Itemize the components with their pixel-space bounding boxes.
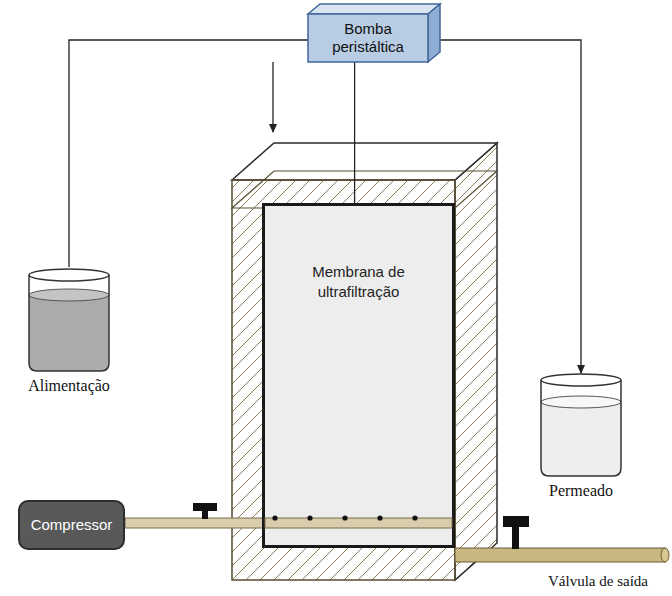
beaker-liquid — [541, 402, 621, 476]
outlet-pipe — [455, 548, 665, 562]
membrane-node: Membrana de ultrafiltração — [262, 203, 455, 548]
tube-connector — [354, 62, 355, 203]
pump-node: Bomba peristáltica — [308, 4, 440, 62]
beaker-liquid — [29, 295, 109, 371]
valve-label: Válvula de saída — [548, 572, 648, 590]
beaker-outline — [29, 275, 109, 371]
membrane-label: Membrana de ultrafiltração — [299, 262, 419, 303]
valve-handle — [193, 503, 217, 511]
air-diffuser-hole — [342, 515, 347, 520]
pump-label-box: Bomba peristáltica — [308, 14, 428, 62]
feed-line — [272, 62, 273, 132]
tank-side — [455, 143, 497, 580]
beaker-shape — [540, 372, 622, 477]
liquid-surface — [29, 289, 109, 301]
tube-connector — [440, 40, 581, 373]
tank-top — [232, 143, 497, 180]
beaker-outline — [541, 380, 621, 476]
air-pipe — [125, 518, 455, 528]
valve-stem — [512, 526, 519, 549]
beaker-node: Alimentação — [28, 267, 110, 372]
membrane-label-box: Membrana de ultrafiltração — [271, 262, 446, 303]
aerator-pipe — [265, 206, 452, 545]
beaker-shape — [28, 267, 110, 372]
pump-side — [428, 4, 440, 62]
compressor-node: Compressor — [18, 500, 125, 550]
aerator-pipe — [265, 518, 452, 528]
beaker-label: Alimentação — [0, 376, 145, 395]
compressor-label: Compressor — [31, 516, 113, 534]
valve-handle — [503, 516, 529, 527]
air-diffuser-hole — [377, 515, 382, 520]
pipe-end — [661, 548, 669, 562]
beaker-rim — [29, 269, 109, 281]
beaker-rim — [541, 374, 621, 386]
pump-front — [308, 14, 428, 62]
pump-top — [308, 4, 440, 14]
tank-front — [232, 180, 455, 580]
air-diffuser-hole — [412, 515, 417, 520]
air-diffuser-hole — [307, 515, 312, 520]
beaker-label: Permeado — [505, 481, 657, 500]
beaker-node: Permeado — [540, 372, 622, 477]
beaker-glass — [29, 275, 109, 371]
air-diffuser-hole — [272, 515, 277, 520]
pump-label: Bomba peristáltica — [318, 20, 418, 56]
liquid-surface — [541, 396, 621, 408]
valve-stem — [202, 510, 208, 519]
beaker-glass — [541, 380, 621, 476]
